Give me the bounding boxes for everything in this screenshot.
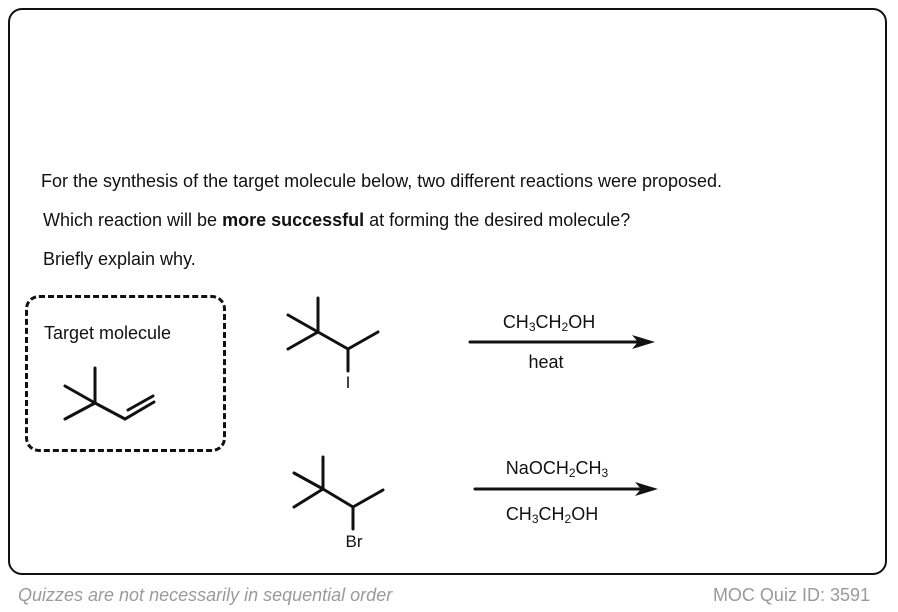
formula-subscript: 2 [564,512,572,526]
formula-text: CH [502,312,529,332]
formula-subscript: 3 [601,466,609,480]
formula-subscript: 2 [561,320,569,334]
quiz-id: MOC Quiz ID: 3591 [712,585,870,605]
question-text: Which reaction will be [43,210,223,230]
formula-subscript: 3 [528,320,536,334]
reaction-arrow-1 [468,335,655,349]
bromine-atom-label: Br [345,532,363,551]
alkyl-bromide-structure [292,455,385,531]
formula-text: CH [535,312,562,332]
target-molecule-box [25,295,226,452]
reagent-1-below: heat [528,352,564,372]
formula-text: NaOCH [505,458,569,478]
footer-note: Quizzes are not necessarily in sequentia… [18,585,393,605]
formula-text: OH [571,504,599,524]
formula-text: OH [568,312,596,332]
formula-text: CH [505,504,532,524]
reagent-2-above: NaOCH2CH3 [506,458,608,480]
question-text: at forming the desired molecule? [364,210,631,230]
formula-subscript: 3 [531,512,539,526]
target-molecule-structure [63,366,156,421]
iodine-atom-label: I [345,373,351,392]
quiz-card [8,8,887,575]
question-emphasis: more successful [222,210,365,230]
question-line-3: Briefly explain why. [43,249,196,269]
formula-subscript: 2 [568,466,576,480]
question-line-1: For the synthesis of the target molecule… [41,171,723,191]
formula-text: CH [538,504,565,524]
reagent-2-below: CH3CH2OH [506,504,598,526]
reagent-1-above: CH3CH2OH [503,312,595,334]
question-line-2: Which reaction will be more successful a… [43,210,630,231]
formula-text: CH [575,458,602,478]
target-molecule-label: Target molecule [44,323,172,343]
alkyl-iodide-structure [286,296,380,373]
reaction-arrow-2 [473,482,658,496]
